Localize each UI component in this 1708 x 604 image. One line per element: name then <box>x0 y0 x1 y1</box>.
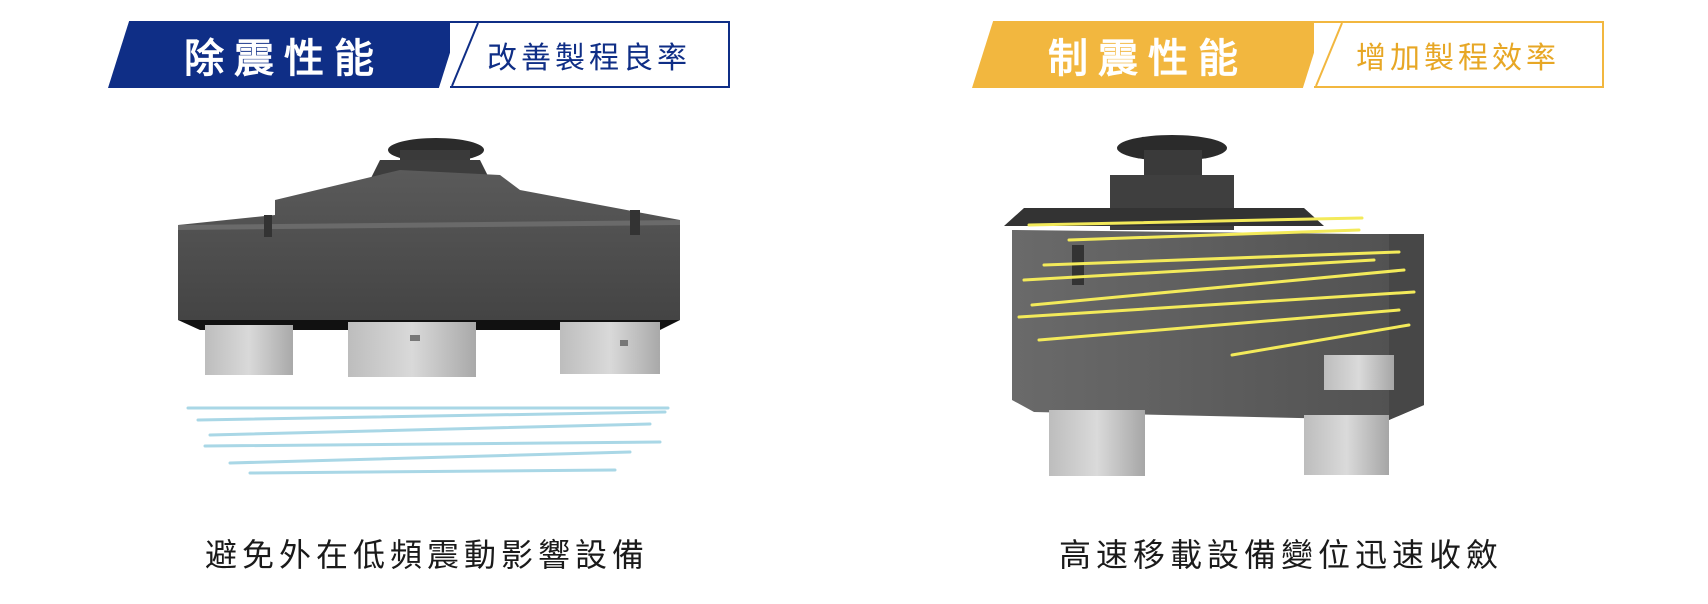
tag-slash-icon <box>451 23 479 86</box>
isolation-subtitle-tag: 改善製程良率 <box>450 21 730 88</box>
tag-slash-icon <box>1315 23 1343 86</box>
isolation-subtitle: 改善製程良率 <box>487 40 691 76</box>
isolation-caption: 避免外在低頻震動影響設備 <box>204 536 649 574</box>
isolation-panel: 除震性能 改善製程良率 <box>108 21 730 574</box>
damping-title-tag: 制震性能 <box>972 21 1324 88</box>
damping-panel: 制震性能 增加製程效率 <box>854 0 1708 604</box>
ground-vibration-waves <box>186 406 670 475</box>
damping-caption: 高速移載設備變位迅速收斂 <box>1058 536 1503 574</box>
damping-subtitle-tag: 增加製程效率 <box>1314 21 1604 88</box>
damping-motion-lines <box>1017 216 1416 357</box>
isolation-machine-illustration <box>178 138 680 475</box>
isolation-title-tag: 除震性能 <box>108 21 460 88</box>
damping-subtitle: 增加製程效率 <box>1356 40 1560 76</box>
damping-machine-illustration <box>1004 135 1424 476</box>
